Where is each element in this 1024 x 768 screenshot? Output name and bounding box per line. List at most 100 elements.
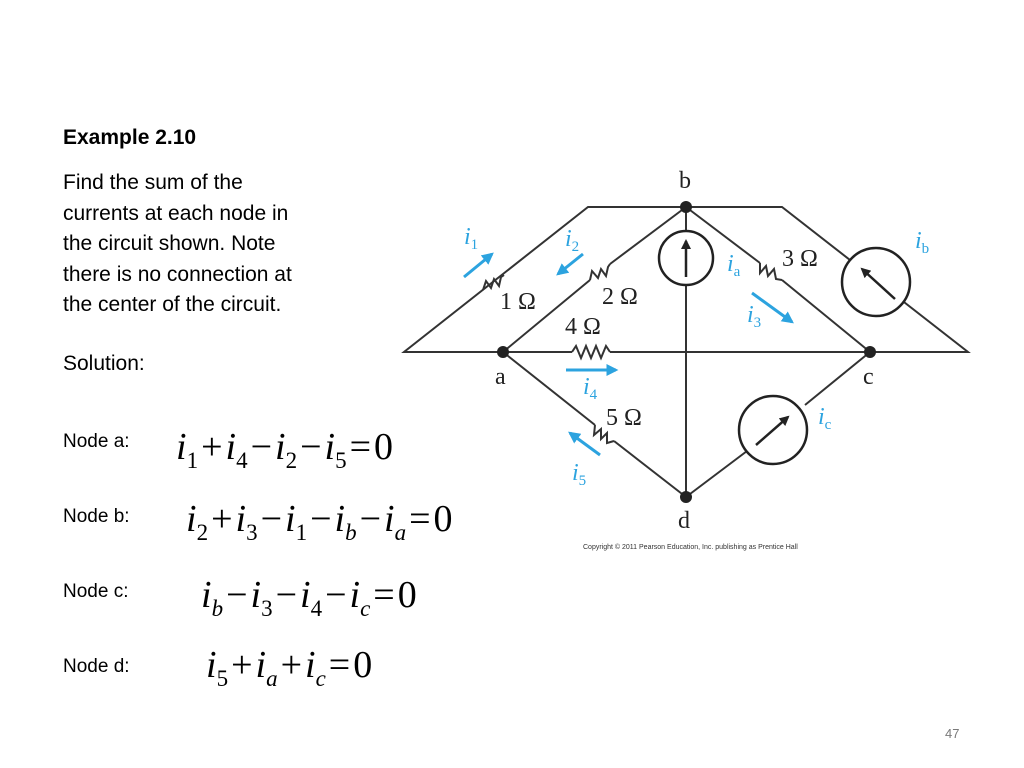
node-d-equation: i5+ia+ic=0 <box>206 644 373 690</box>
current-ic-label: ic <box>818 404 832 433</box>
equation-equals: = <box>373 574 395 616</box>
resistor-5-ohm <box>592 424 615 445</box>
circuit-wires <box>401 206 971 498</box>
wire <box>502 206 687 353</box>
equation-operator: − <box>310 498 332 540</box>
equation-subscript: 2 <box>196 520 209 545</box>
equation-operator: − <box>325 574 347 616</box>
current-i3-arrow <box>751 291 794 324</box>
equation-subscript: 4 <box>236 448 248 473</box>
equation-equals: = <box>409 498 431 540</box>
equation-operator: + <box>201 426 223 468</box>
equation-subscript: c <box>315 666 326 691</box>
equation-variable: i <box>349 574 361 616</box>
current-i5-arrow <box>568 431 601 457</box>
node-a-label: Node a: <box>63 431 130 452</box>
node-b-dot <box>680 201 692 213</box>
current-i2-arrow <box>556 252 584 276</box>
node-b-label: Node b: <box>63 506 130 527</box>
equation-variable: i <box>201 574 212 616</box>
current-i1-label: i1 <box>464 224 478 253</box>
equation-rhs: 0 <box>397 574 417 616</box>
equation-variable: i <box>285 498 296 540</box>
equation-operator: − <box>226 574 248 616</box>
node-d-label: Node d: <box>63 656 130 677</box>
current-i3-label: i3 <box>747 302 761 331</box>
equation-variable: i <box>334 498 346 540</box>
page-number: 47 <box>945 726 960 741</box>
current-ia-label: ia <box>727 251 741 280</box>
equation-operator: − <box>260 498 282 540</box>
resistor-1-ohm <box>482 274 505 291</box>
current-i4-label: i4 <box>583 374 598 403</box>
node-d-text: d <box>678 508 690 534</box>
node-a-dot <box>497 346 509 358</box>
current-source-ic <box>737 394 809 466</box>
equation-rhs: 0 <box>433 498 453 540</box>
equation-subscript: a <box>266 666 278 691</box>
wire <box>502 351 687 498</box>
node-a-text: a <box>495 364 506 390</box>
wire <box>685 351 871 498</box>
equation-variable: i <box>305 644 316 686</box>
current-source-ia <box>657 229 715 287</box>
circuit-nodes <box>497 201 876 503</box>
equation-operator: − <box>300 426 322 468</box>
node-b-text: b <box>679 168 691 194</box>
example-title: Example 2.10 <box>63 126 197 149</box>
equation-subscript: 3 <box>261 596 273 621</box>
equation-variable: i <box>176 426 187 468</box>
description-line: currents at each node in <box>63 201 289 225</box>
resistor-5-label: 5 Ω <box>606 405 642 431</box>
description-line: the circuit shown. Note <box>63 232 276 255</box>
equation-operator: + <box>280 644 302 686</box>
equation-subscript: b <box>345 520 357 545</box>
circuit-diagram: b a c d 1 Ω 2 Ω 3 Ω 4 Ω 5 Ω i1 i2 ia i3 … <box>401 168 971 534</box>
equation-variable: i <box>250 574 262 616</box>
problem-description: Find the sum of the currents at each nod… <box>63 168 363 321</box>
equation-variable: i <box>255 644 267 686</box>
equation-variable: i <box>275 426 286 468</box>
copyright-notice: Copyright © 2011 Pearson Education, Inc.… <box>583 544 798 551</box>
node-b-equation: i2+i3−i1−ib−ia=0 <box>186 498 453 544</box>
resistor-2-ohm <box>589 263 611 281</box>
node-d-dot <box>680 491 692 503</box>
equation-variable: i <box>324 426 336 468</box>
node-c-dot <box>864 346 876 358</box>
equation-subscript: 5 <box>335 448 347 473</box>
equation-equals: = <box>328 644 351 686</box>
current-source-ib <box>840 246 912 318</box>
wire <box>685 206 871 353</box>
equation-rhs: 0 <box>353 644 373 686</box>
equation-variable: i <box>225 426 237 468</box>
equation-subscript: 3 <box>246 520 258 545</box>
wire <box>686 206 971 353</box>
equation-subscript: 1 <box>186 448 199 473</box>
node-a-equation: i1+i4−i2−i5=0 <box>176 426 393 472</box>
equation-subscript: a <box>394 520 407 545</box>
wire <box>401 206 686 353</box>
equation-subscript: 2 <box>285 448 298 473</box>
description-line: there is no connection at <box>63 262 292 286</box>
equation-variable: i <box>384 498 395 540</box>
equation-variable: i <box>300 574 311 616</box>
resistor-3-label: 3 Ω <box>782 246 818 272</box>
description-line: Find the sum of the <box>63 171 243 194</box>
equation-operator: + <box>211 498 233 540</box>
node-c-text: c <box>863 364 874 390</box>
equation-variable: i <box>235 498 247 540</box>
node-c-label: Node c: <box>63 581 129 602</box>
resistor-1-label: 1 Ω <box>500 289 536 315</box>
equation-operator: − <box>275 574 297 616</box>
equation-variable: i <box>186 498 197 540</box>
description-line: the center of the circuit. <box>63 293 282 316</box>
resistor-4-label: 4 Ω <box>565 314 601 340</box>
equation-equals: = <box>349 426 371 468</box>
equation-subscript: b <box>211 596 224 621</box>
resistor-2-label: 2 Ω <box>602 284 638 310</box>
current-ib-label: ib <box>915 228 929 257</box>
equation-subscript: 5 <box>216 666 229 691</box>
equation-subscript: 1 <box>295 520 308 545</box>
node-c-equation: ib−i3−i4−ic=0 <box>201 574 417 620</box>
